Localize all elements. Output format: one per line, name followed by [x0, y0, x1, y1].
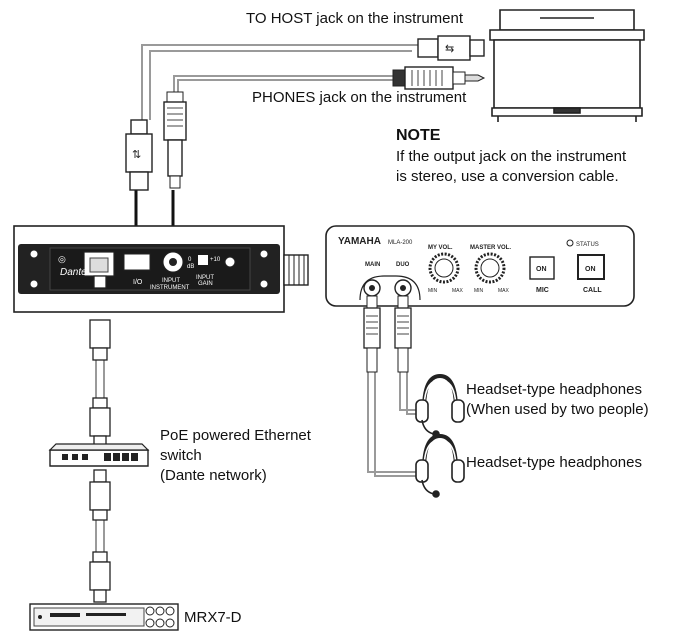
- instrument-label: INSTRUMENT: [150, 285, 190, 291]
- phones-plug-instrument: [392, 66, 486, 90]
- usb-plug-adapter: ⇅: [125, 119, 153, 191]
- gain-0-label: 0: [188, 257, 192, 263]
- headphone-cable-duo-b: [406, 372, 418, 415]
- gain-db-label: dB: [187, 264, 194, 270]
- ethernet-plug-mrx: [89, 551, 111, 603]
- mrx7d-device: [29, 603, 179, 631]
- master-vol-min: MIN: [474, 288, 484, 294]
- master-vol-label: MASTER VOL.: [470, 245, 511, 251]
- my-vol-max: MAX: [452, 288, 464, 294]
- headset-icon-duo: [415, 373, 465, 438]
- status-label: STATUS: [576, 242, 599, 248]
- duo-label: DUO: [396, 262, 410, 268]
- phones-label: PHONES jack on the instrument: [252, 89, 467, 106]
- my-vol-min: MIN: [428, 288, 438, 294]
- poe-switch-device: [48, 443, 150, 467]
- mla-model: MLA-200: [388, 240, 413, 246]
- headphone-plug-main: [363, 295, 381, 373]
- headphone-cable-duo: [399, 372, 418, 411]
- svg-text:⇅: ⇅: [132, 149, 141, 161]
- poe-label-line-3: (Dante network): [160, 467, 267, 484]
- svg-text:⇆: ⇆: [445, 43, 454, 55]
- usb-cable-top-inner: [149, 50, 412, 120]
- poe-label-line-2: switch: [160, 447, 202, 464]
- to-host-label: TO HOST jack on the instrument: [246, 10, 464, 27]
- instrument-piano: [489, 9, 645, 122]
- call-on-label: ON: [585, 266, 596, 273]
- poe-label-line-1: PoE powered Ethernet: [160, 427, 312, 444]
- my-vol-label: MY VOL.: [428, 245, 453, 251]
- ethernet-plug-adapter: [89, 275, 111, 361]
- headphone-plug-duo: [394, 295, 412, 373]
- usb-cable-top: [141, 44, 418, 120]
- headset-duo-label-line-1: Headset-type headphones: [466, 381, 642, 398]
- input-label: INPUT: [162, 278, 180, 284]
- headset-main-label: Headset-type headphones: [466, 454, 642, 471]
- note-line-1: If the output jack on the instrument: [396, 148, 627, 165]
- yamaha-brand: YAMAHA: [338, 236, 381, 247]
- main-label: MAIN: [365, 262, 380, 268]
- master-vol-max: MAX: [498, 288, 510, 294]
- ethernet-plug-switch-top: [89, 397, 111, 447]
- mla-200-device: [325, 225, 635, 307]
- ethernet-plug-switch-bottom: [89, 469, 111, 521]
- headset-icon-main: [415, 433, 465, 498]
- cables: [95, 44, 418, 552]
- input-gain-label: INPUT: [196, 275, 214, 281]
- phones-cable-top: [173, 75, 393, 92]
- gain-label: GAIN: [198, 281, 213, 287]
- note-line-2: is stereo, use a conversion cable.: [396, 168, 619, 185]
- adapter-unit: [13, 225, 309, 313]
- mrx-label: MRX7-D: [184, 609, 242, 626]
- gain-10-label: +10: [210, 257, 221, 263]
- dante-label: Dante: [60, 267, 87, 278]
- note-title: NOTE: [396, 127, 441, 144]
- headset-duo-label-line-2: (When used by two people): [466, 401, 649, 418]
- dante-logo-mark: ◎: [58, 254, 66, 264]
- headphone-cable-main-b: [374, 372, 418, 477]
- phones-plug-adapter: [163, 91, 187, 189]
- phones-cable-top-inner: [177, 79, 393, 92]
- mic-on-label: ON: [536, 266, 547, 273]
- headphone-cable-main: [367, 372, 418, 473]
- usb-plug-instrument: ⇆: [417, 35, 485, 61]
- mic-label: MIC: [536, 287, 549, 294]
- call-label: CALL: [583, 287, 602, 294]
- io-label: I/O: [133, 279, 143, 286]
